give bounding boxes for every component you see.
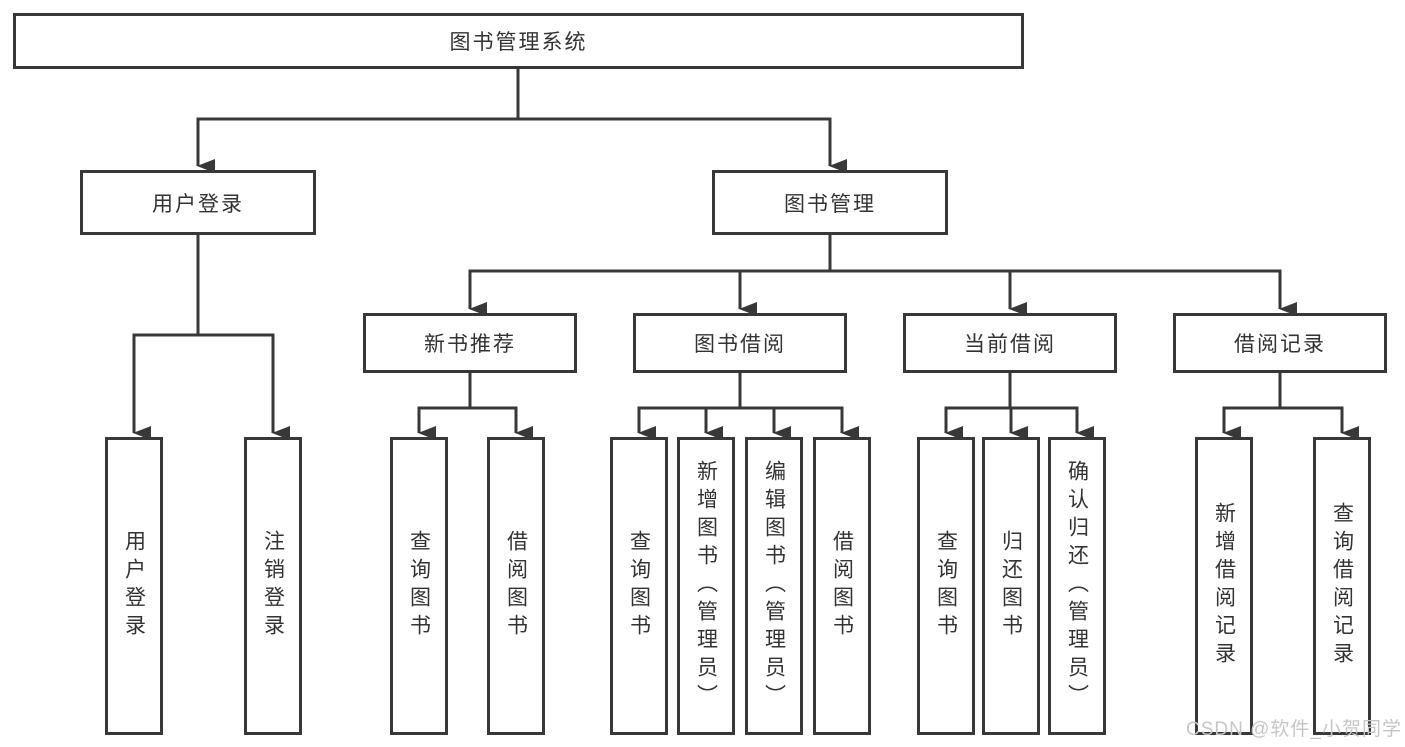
node-book-borrow: 图书借阅 bbox=[633, 313, 847, 373]
leaf-query-book-borrow: 查询图书 bbox=[610, 437, 668, 735]
node-borrow-records: 借阅记录 bbox=[1173, 313, 1387, 373]
leaf-add-book-admin: 新增图书（管理员） bbox=[677, 437, 735, 735]
node-book-management: 图书管理 bbox=[712, 170, 948, 235]
leaf-borrow-book: 借阅图书 bbox=[813, 437, 871, 735]
leaf-logout: 注销登录 bbox=[244, 437, 302, 735]
leaf-edit-book-admin: 编辑图书（管理员） bbox=[745, 437, 803, 735]
node-current-borrow: 当前借阅 bbox=[903, 313, 1117, 373]
leaf-user-login: 用户登录 bbox=[105, 437, 163, 735]
leaf-query-borrow-record: 查询借阅记录 bbox=[1313, 437, 1371, 735]
leaf-return-book: 归还图书 bbox=[982, 437, 1040, 735]
node-user-login: 用户登录 bbox=[80, 170, 316, 235]
leaf-query-book-current: 查询图书 bbox=[917, 437, 975, 735]
leaf-borrow-book-recommend: 借阅图书 bbox=[487, 437, 545, 735]
node-root: 图书管理系统 bbox=[13, 13, 1024, 69]
leaf-add-borrow-record: 新增借阅记录 bbox=[1195, 437, 1253, 735]
csdn-watermark: CSDN @软件_小贺同学 bbox=[1186, 719, 1402, 740]
leaf-confirm-return-admin: 确认归还（管理员） bbox=[1048, 437, 1106, 735]
leaf-query-book-recommend: 查询图书 bbox=[390, 437, 448, 735]
node-new-book-recommend: 新书推荐 bbox=[363, 313, 577, 373]
